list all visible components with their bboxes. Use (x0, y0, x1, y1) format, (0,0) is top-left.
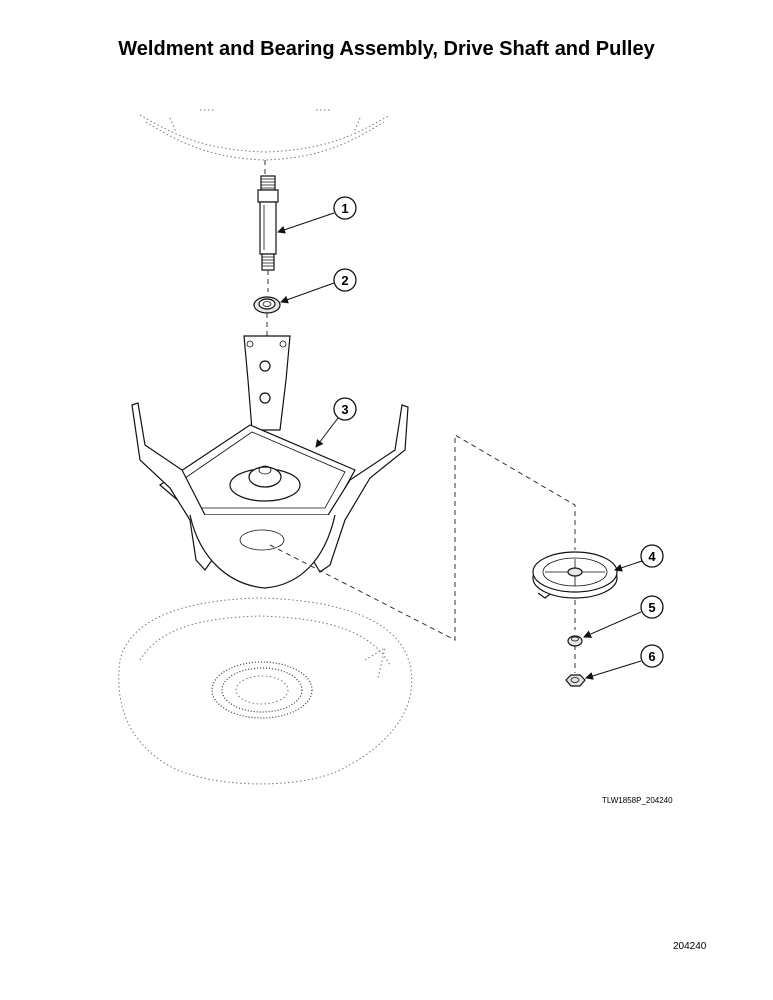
callout-1: 1 (333, 196, 357, 220)
drawing-code: TLW1858P_204240 (602, 796, 673, 805)
drive-shaft (257, 175, 279, 271)
svg-text:6: 6 (648, 649, 655, 664)
hex-nut (565, 674, 586, 687)
weldment-assembly (131, 335, 409, 589)
callout-2: 2 (333, 268, 357, 292)
callout-6: 6 (640, 644, 664, 668)
connector-dashed-line (269, 434, 576, 641)
spacer-nut (567, 635, 583, 647)
svg-text:4: 4 (648, 549, 656, 564)
pulley (532, 551, 618, 599)
upper-tub-outline (139, 109, 391, 161)
callout-5: 5 (640, 595, 664, 619)
svg-text:1: 1 (341, 201, 348, 216)
page-title: Weldment and Bearing Assembly, Drive Sha… (118, 38, 655, 60)
svg-text:3: 3 (341, 402, 348, 417)
page-number: 204240 (673, 941, 707, 952)
leader-lines (277, 212, 643, 680)
bearing-seal (253, 296, 281, 314)
svg-text:5: 5 (648, 600, 655, 615)
callout-3: 3 (333, 397, 357, 421)
lower-tub-outline (118, 597, 413, 785)
callout-4: 4 (640, 544, 664, 568)
svg-text:2: 2 (341, 273, 348, 288)
